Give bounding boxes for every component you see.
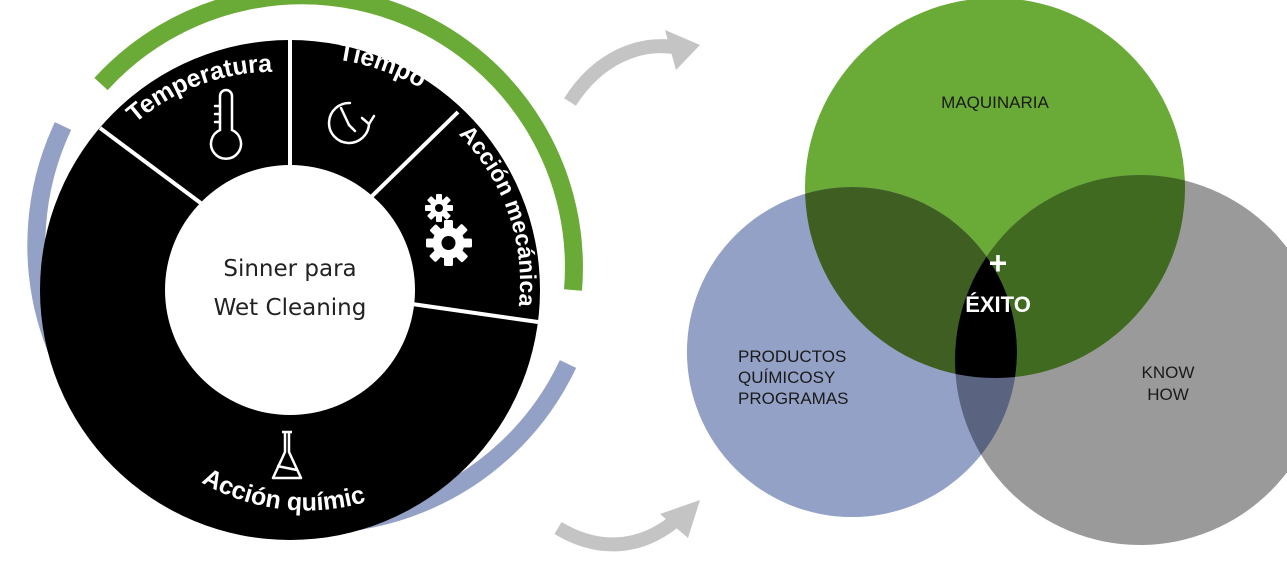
arrow-top <box>564 30 700 106</box>
venn-label-maquinaria: MAQUINARIA <box>941 93 1049 112</box>
venn-label-know-line2: HOW <box>1147 385 1189 404</box>
clock-icon <box>327 101 376 145</box>
venn-center-label: ÉXITO <box>965 292 1031 317</box>
segment-dividers <box>98 40 539 324</box>
venn-diagram: MAQUINARIA PRODUCTOS QUÍMICOSY PROGRAMAS… <box>687 0 1287 545</box>
gears-icon <box>425 194 472 266</box>
flask-icon <box>271 430 303 480</box>
venn-label-know-line1: KNOW <box>1142 363 1195 382</box>
center-title-line1: Sinner para <box>223 256 356 282</box>
center-title-line2: Wet Cleaning <box>214 295 367 321</box>
thermometer-icon <box>209 88 243 160</box>
venn-center-plus: + <box>989 245 1008 281</box>
venn-label-productos-line1: PRODUCTOS <box>738 347 846 366</box>
arrow-bottom <box>554 500 700 552</box>
mechanical-arc <box>94 0 583 291</box>
center-disc <box>165 165 415 415</box>
sinner-circle: Sinner para Wet Cleaning Temperatura Tie… <box>0 0 583 540</box>
venn-label-productos-line3: PROGRAMAS <box>738 389 849 408</box>
venn-label-productos-line2: QUÍMICOSY <box>738 368 835 387</box>
